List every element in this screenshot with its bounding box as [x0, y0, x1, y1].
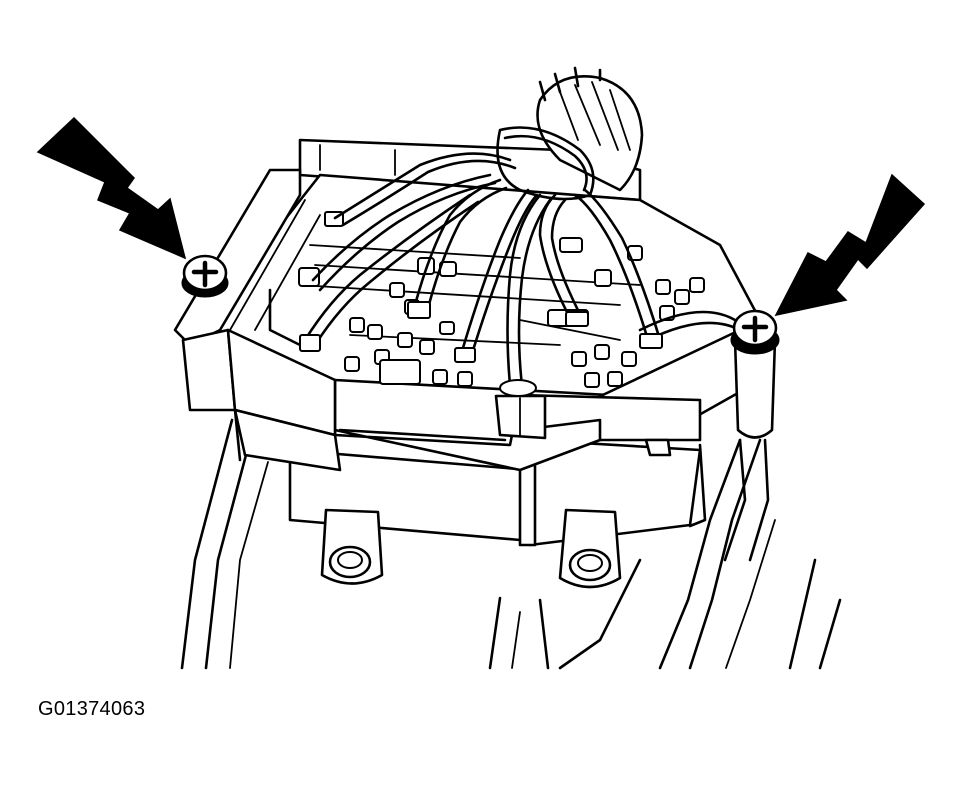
mounting-tab-left [320, 508, 384, 585]
arrow-icon [774, 173, 926, 317]
arrow-icon [36, 116, 187, 260]
screw-icon [730, 309, 780, 355]
screw-icon [181, 254, 229, 298]
mounting-tab-right [558, 508, 622, 589]
floor-bracket-lines [180, 418, 842, 670]
right-mounting-post [723, 338, 777, 562]
figure-id-label: G01374063 [38, 698, 146, 720]
terminal-grid [298, 211, 705, 388]
wire-harness [299, 66, 742, 397]
